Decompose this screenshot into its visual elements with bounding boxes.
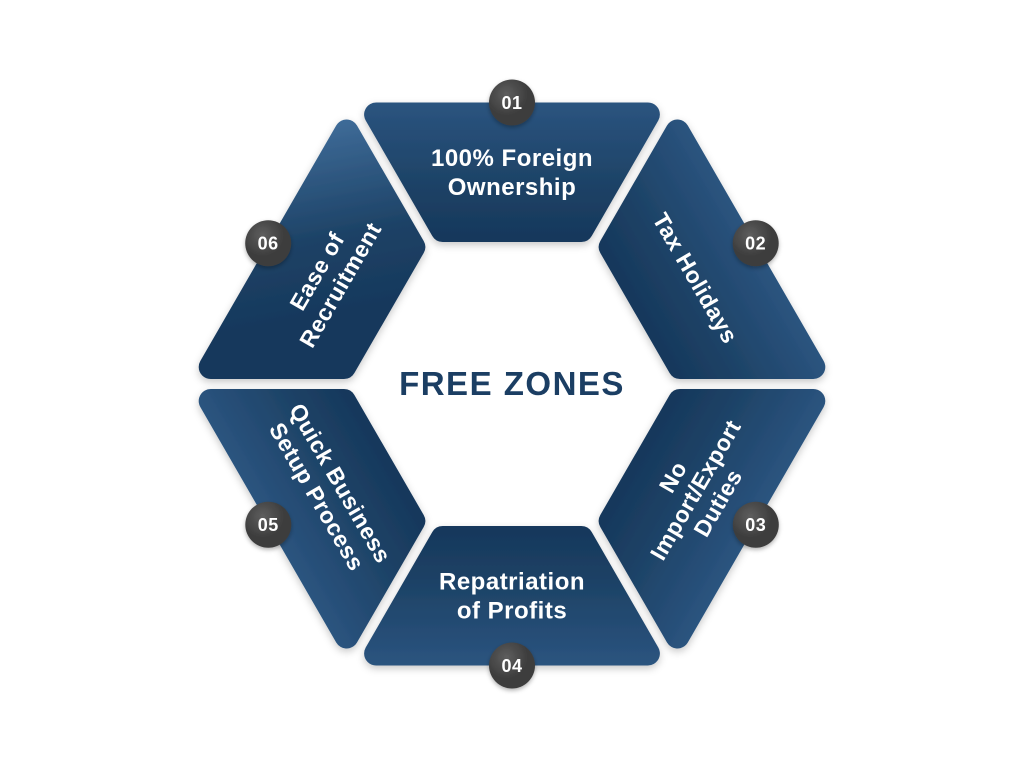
segment-badge-05: 05 [245,501,292,548]
badge-number-02: 02 [745,234,766,254]
badge-number-04: 04 [501,656,522,676]
segment-shape-04 [364,526,660,666]
segment-shape-05 [198,389,426,649]
segment-05: Quick BusinessSetup Process [198,389,426,649]
badge-circle-01 [489,79,535,126]
badge-number-01: 01 [501,93,522,113]
segment-shape-01 [364,102,660,242]
segment-badge-06: 06 [245,220,292,267]
badge-circle-06 [245,220,292,267]
segment-shape-06 [198,119,426,379]
badge-circle-03 [732,501,779,548]
segment-badge-02: 02 [732,220,779,267]
segment-badge-04: 04 [489,642,535,689]
segment-shape-03 [598,389,826,649]
badge-number-05: 05 [258,515,279,535]
badges-layer: 01 02 03 04 05 06 [245,79,779,689]
segment-badge-01: 01 [489,79,535,126]
badge-circle-05 [245,501,292,548]
segment-shape-02 [598,119,826,379]
badge-number-06: 06 [258,234,279,254]
badge-circle-04 [489,642,535,689]
badge-circle-02 [732,220,779,267]
segment-02: Tax Holidays [598,119,826,379]
segment-badge-03: 03 [732,501,779,548]
segment-06: Ease ofRecruitment [198,119,426,379]
segment-03: NoImport/ExportDuties [598,389,826,649]
diagram-title: FREE ZONES [399,365,625,402]
badge-number-03: 03 [745,515,766,535]
